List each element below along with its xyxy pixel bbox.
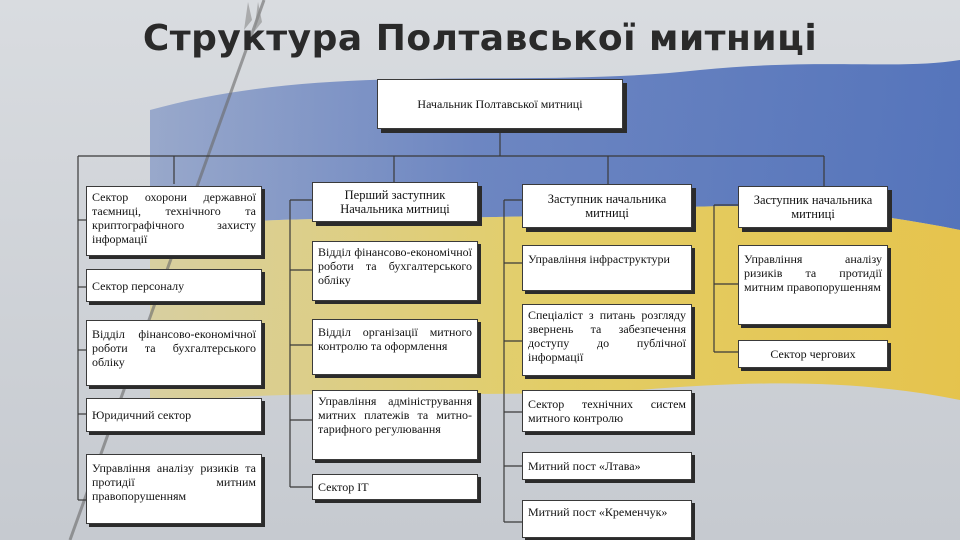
column1-item-5: Управління аналізу ризиків та протидії м… [86, 454, 262, 524]
column4-item-2: Сектор чергових [738, 340, 888, 368]
column3-item-5-label: Митний пост «Кременчук» [528, 505, 668, 519]
column3-item-4: Митний пост «Лтава» [522, 452, 692, 480]
head-box: Начальник Полтавської митниці [377, 79, 623, 129]
column1-item-4: Юридичний сектор [86, 398, 262, 432]
column1-item-1-label: Сектор охорони державної таємниці, техні… [92, 190, 256, 246]
column1-item-3: Відділ фінансово-економічної роботи та б… [86, 320, 262, 386]
column2-header: Перший заступник Начальника митниці [312, 182, 478, 222]
column1-item-5-label: Управління аналізу ризиків та протидії м… [92, 461, 256, 503]
column1-item-2-label: Сектор персоналу [92, 278, 185, 293]
column2-header-label: Перший заступник Начальника митниці [340, 188, 450, 216]
column4-item-1: Управління аналізу ризиків та протидії м… [738, 245, 888, 325]
trident-emblem-icon [244, 2, 262, 32]
column1-item-4-label: Юридичний сектор [92, 408, 192, 422]
column4-item-2-label: Сектор чергових [770, 347, 856, 361]
column2-item-3-label: Управління адміністрування митних платеж… [318, 394, 472, 436]
page-title: Структура Полтавської митниці [142, 18, 818, 59]
column3-item-2: Спеціаліст з питань розгляду звернень та… [522, 304, 692, 376]
column2-item-4-label: Сектор ІТ [318, 480, 369, 494]
column2-item-2: Відділ організації митного контролю та о… [312, 319, 478, 375]
column3-item-1-label: Управління інфраструктури [528, 252, 670, 266]
column1-item-3-label: Відділ фінансово-економічної роботи та б… [92, 327, 256, 369]
column2-item-1-label: Відділ фінансово-економічної роботи та б… [318, 245, 472, 287]
column3-item-5: Митний пост «Кременчук» [522, 500, 692, 538]
column3-item-4-label: Митний пост «Лтава» [528, 459, 641, 473]
column4-item-1-label: Управління аналізу ризиків та протидії м… [744, 252, 882, 294]
column4-header-label: Заступник начальника митниці [753, 193, 873, 221]
column3-header: Заступник начальника митниці [522, 184, 692, 228]
column3-item-1: Управління інфраструктури [522, 245, 692, 291]
column2-item-3: Управління адміністрування митних платеж… [312, 390, 478, 460]
head-label: Начальник Полтавської митниці [417, 97, 583, 111]
column1-item-1: Сектор охорони державної таємниці, техні… [86, 186, 262, 256]
column2-item-1: Відділ фінансово-економічної роботи та б… [312, 241, 478, 301]
column3-header-label: Заступник начальника митниці [547, 192, 667, 220]
column4-header: Заступник начальника митниці [738, 186, 888, 228]
column3-item-2-label: Спеціаліст з питань розгляду звернень та… [528, 308, 686, 364]
column3-item-3: Сектор технічних систем митного контролю [522, 390, 692, 432]
column2-item-4: Сектор ІТ [312, 474, 478, 500]
column3-item-3-label: Сектор технічних систем митного контролю [528, 397, 686, 425]
column1-item-2: Сектор персоналу [86, 269, 262, 302]
column2-item-2-label: Відділ організації митного контролю та о… [318, 325, 472, 353]
